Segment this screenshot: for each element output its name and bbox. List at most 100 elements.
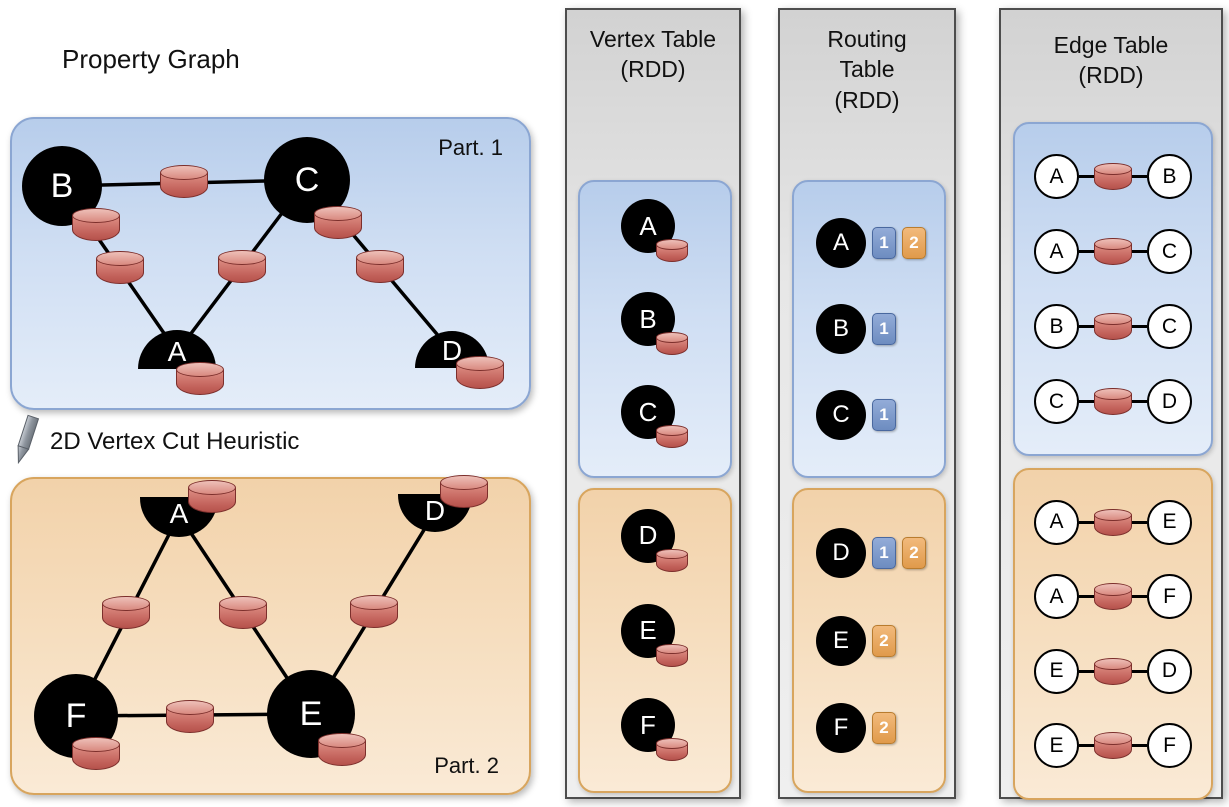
edge-line [1132,400,1147,403]
routing-table-partition-2: D 1 2 E 2 F 2 [792,488,946,793]
vertex-property-cylinder-icon [656,738,688,762]
vertex-table-panel: Vertex Table (RDD) A B C D E [565,8,741,799]
edge-dst-vertex: D [1147,379,1192,424]
edge-table-partition-1: A B A C B C C [1013,122,1213,456]
vertex-property-cylinder-icon [176,362,224,395]
edge-line [1079,669,1094,673]
title-line: Table [839,56,895,83]
edge-property-cylinder-icon [1094,388,1132,415]
edge-property-cylinder-icon [102,596,150,629]
vertex-property-cylinder-icon [188,480,236,513]
edge-property-cylinder-icon [1094,657,1132,685]
edge-property-cylinder-icon [1094,508,1132,536]
vertex-property-cylinder-icon [440,475,488,508]
title-line: (RDD) [834,86,900,113]
edge-row: A B [1015,154,1211,199]
routing-vertex: B [816,304,866,354]
edge-dst-vertex: D [1147,648,1192,694]
partition-2-label: Part. 2 [434,753,499,778]
edge-row: A C [1015,229,1211,274]
edge-row: E F [1015,723,1211,769]
vertex-property-cylinder-icon [72,737,120,770]
vertex-table-partition-2: D E F [578,488,732,793]
edge-row: B C [1015,304,1211,349]
edge-line [1079,595,1094,599]
vertex-property-cylinder-icon [656,643,688,667]
edge-line [1079,400,1094,403]
edge-property-cylinder-icon [166,700,214,733]
vertex-cut-pencil-icon [17,414,40,465]
routing-row: D 1 2 [794,527,944,578]
title-line: Vertex Table [589,26,717,52]
title-line: Routing [827,26,907,52]
edge-property-cylinder-icon [160,165,208,198]
routing-vertex: E [816,615,866,666]
edge-table-partition-2: A E A F E D E [1013,468,1213,800]
edge-dst-vertex: E [1147,499,1192,545]
partition-1-badge: 1 [872,536,896,569]
vertex-cut-heuristic-label: 2D Vertex Cut Heuristic [50,428,300,455]
edge-property-cylinder-icon [1094,163,1132,190]
partition-1-badge: 1 [872,313,896,345]
routing-table-partition-1: A 1 2 B 1 C 1 [792,180,946,478]
vertex-table-partition-1: A B C [578,180,732,478]
edge-line [1132,175,1147,178]
vertex-property-cylinder-icon [656,425,688,448]
vertex-entry: E [612,602,698,680]
edge-line [1132,325,1147,328]
edge-line [1132,669,1147,673]
edge-line [1079,325,1094,328]
edge-src-vertex: A [1034,499,1079,545]
edge-dst-vertex: C [1147,229,1192,274]
edge-line [1079,744,1094,748]
edge-property-cylinder-icon [1094,313,1132,340]
routing-row: F 2 [794,703,944,754]
vertex-property-cylinder-icon [656,239,688,262]
partition-1-badge: 1 [872,227,896,259]
vertex-property-cylinder-icon [656,548,688,572]
routing-vertex: D [816,527,866,578]
edge-property-cylinder-icon [356,250,404,283]
edge-src-vertex: B [1034,304,1079,349]
edge-line [1132,520,1147,524]
edge-src-vertex: C [1034,379,1079,424]
routing-row: B 1 [794,304,944,354]
edge-dst-vertex: F [1147,723,1192,769]
vertex-property-cylinder-icon [656,332,688,355]
edge-src-vertex: E [1034,723,1079,769]
vertex-property-cylinder-icon [318,733,366,766]
vertex-table-title: Vertex Table (RDD) [567,10,739,85]
routing-table-panel: Routing Table (RDD) A 1 2 B 1 C 1 D 1 2 [778,8,956,799]
edge-property-cylinder-icon [1094,732,1132,760]
edge-row: A E [1015,499,1211,545]
property-graph-title: Property Graph [62,44,240,74]
edge-line [1132,744,1147,748]
routing-table-title: Routing Table (RDD) [780,10,954,115]
routing-vertex: C [816,390,866,440]
title-line: (RDD) [1078,62,1144,89]
vertex-property-cylinder-icon [72,208,120,241]
edge-line [1132,250,1147,253]
edge-line [1132,595,1147,599]
vertex-property-cylinder-icon [314,206,362,239]
partition-2-badge: 2 [872,624,896,657]
edge-src-vertex: A [1034,574,1079,620]
edge-row: C D [1015,379,1211,424]
vertex-entry: A [612,197,698,275]
edge-property-cylinder-icon [1094,583,1132,611]
vertex-entry: F [612,696,698,774]
routing-vertex: F [816,703,866,754]
edge-property-cylinder-icon [350,595,398,628]
partition-2-badge: 2 [872,712,896,745]
edge-line [1079,250,1094,253]
edge-property-cylinder-icon [218,250,266,283]
routing-row: C 1 [794,390,944,440]
edge-row: A F [1015,574,1211,620]
edge-property-cylinder-icon [1094,238,1132,265]
partition-1-label: Part. 1 [438,135,503,160]
title-line: (RDD) [620,56,686,83]
edge-row: E D [1015,648,1211,694]
edge-dst-vertex: B [1147,154,1192,199]
routing-vertex: A [816,218,866,268]
